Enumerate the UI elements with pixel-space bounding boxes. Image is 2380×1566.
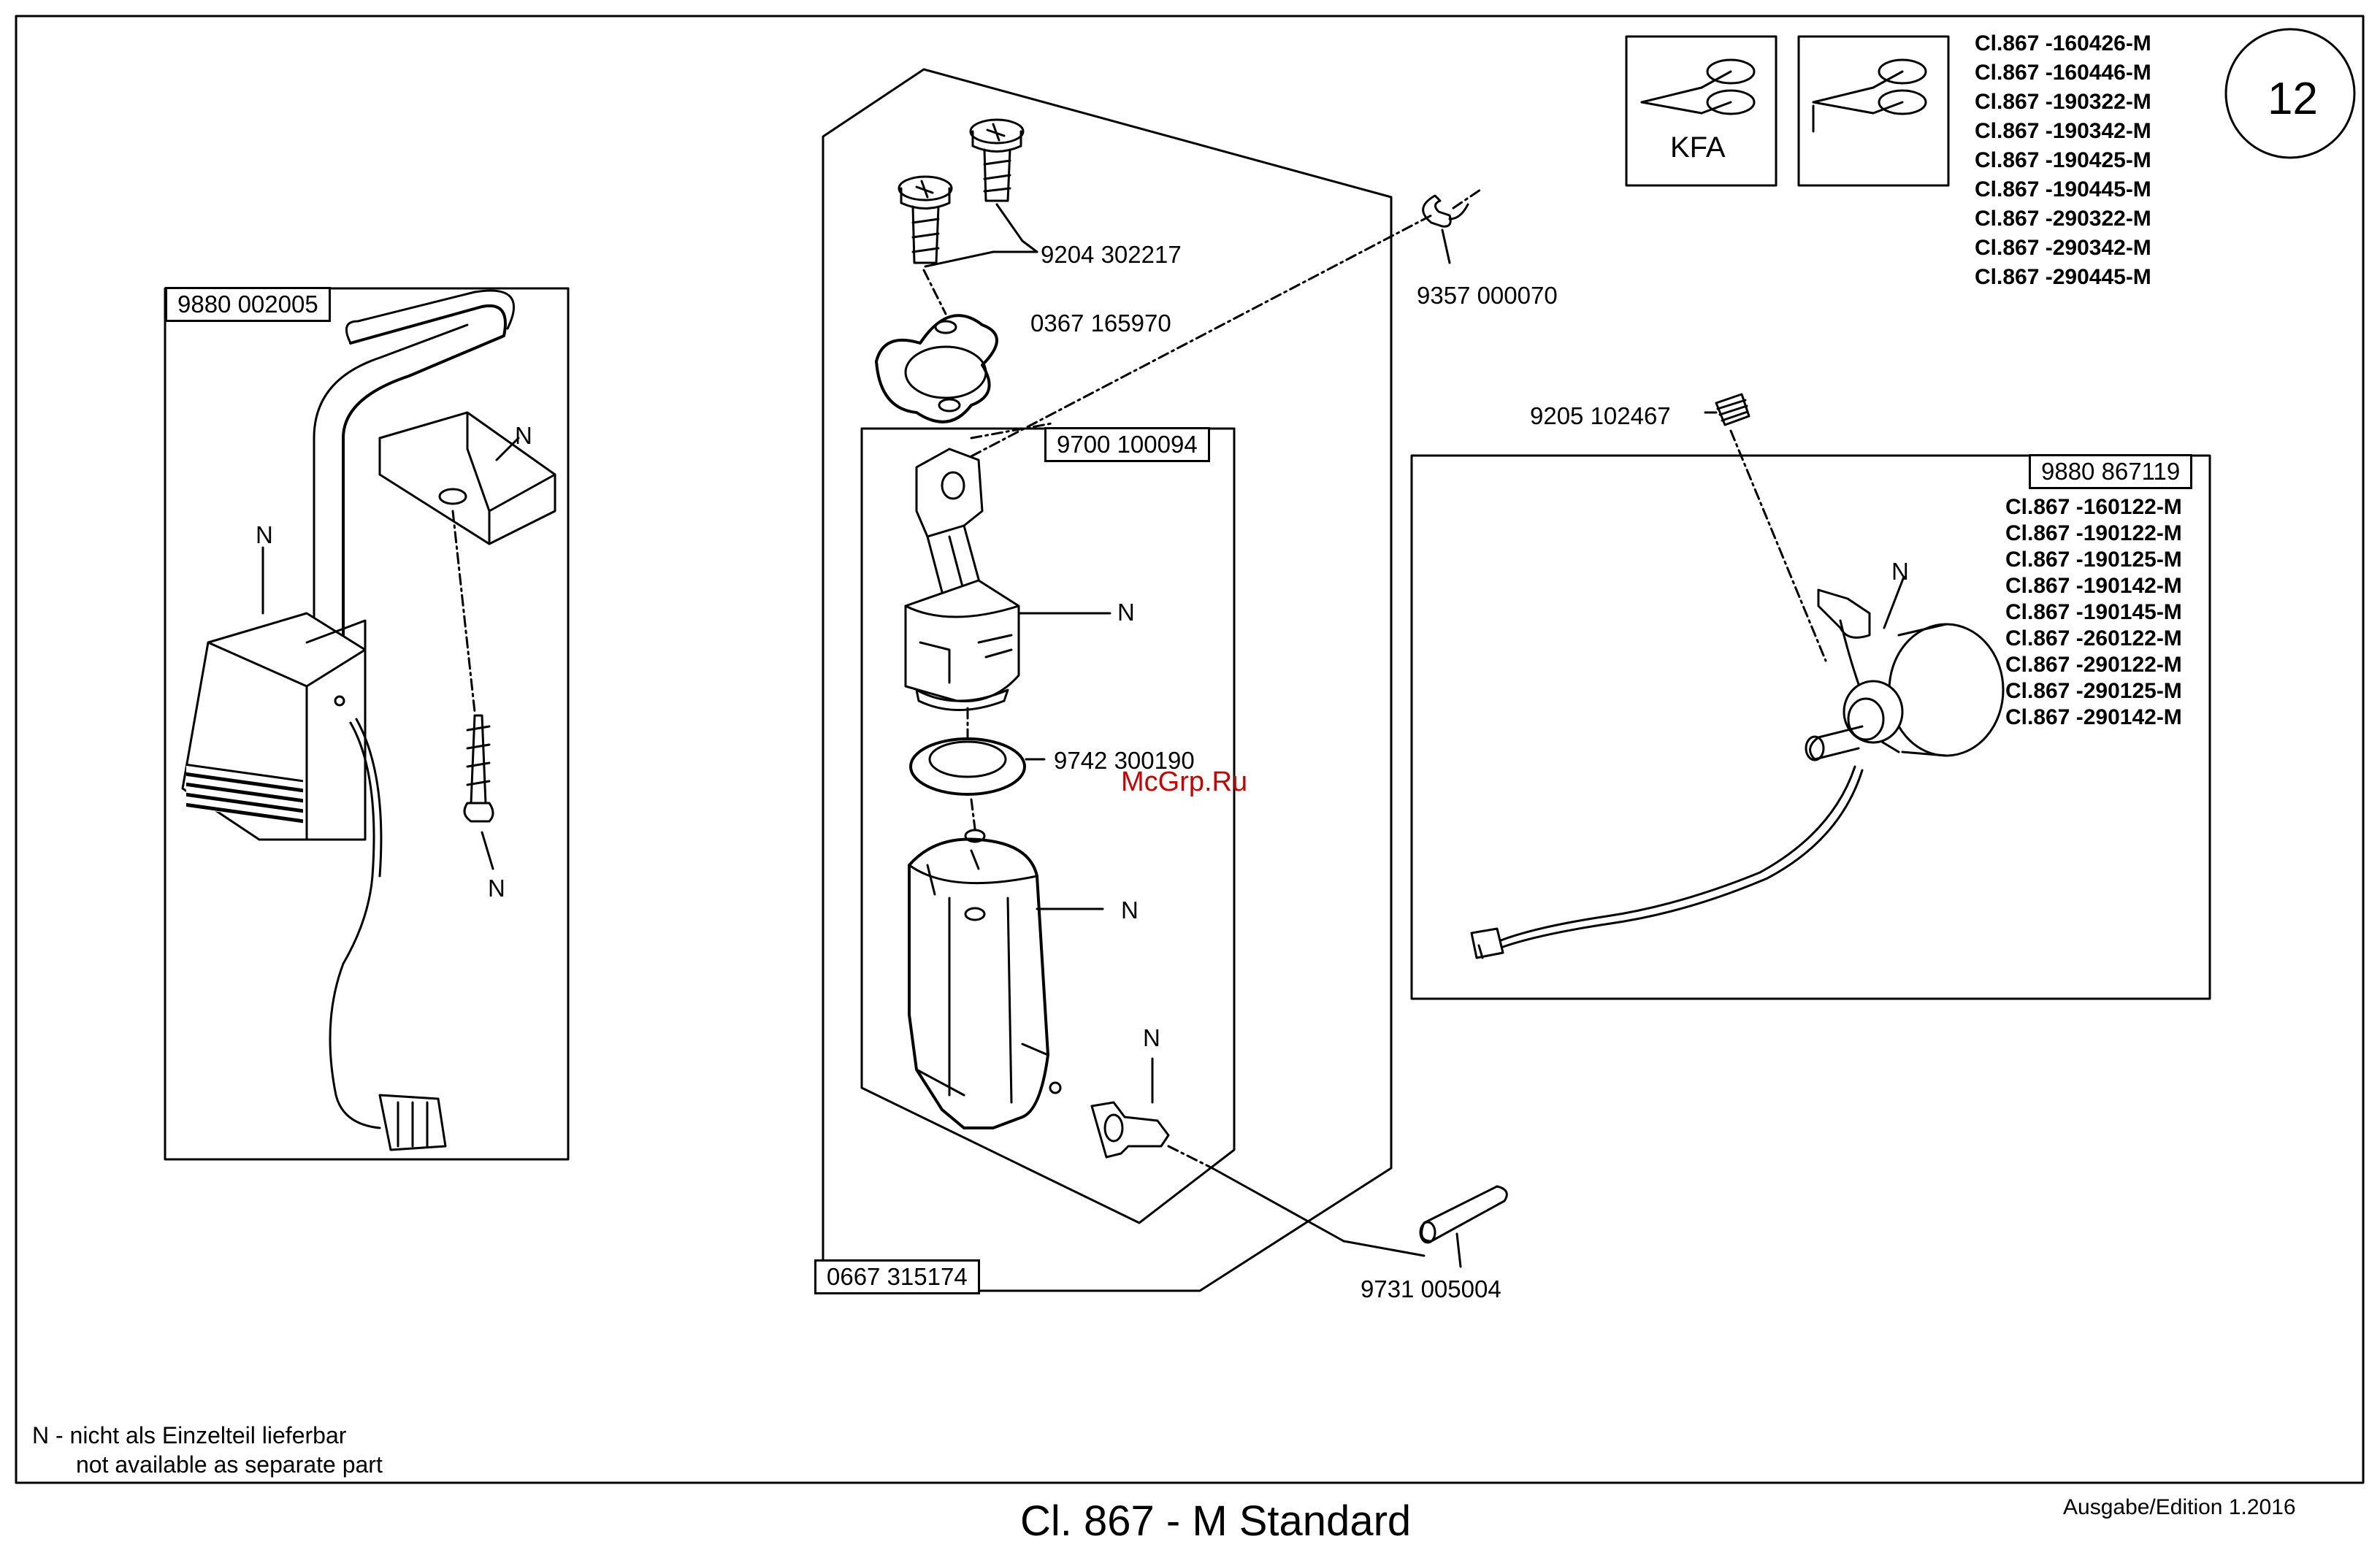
page-title: Cl. 867 - M Standard (1020, 1497, 1412, 1545)
part-number-clip: 9357 000070 (1417, 282, 1558, 309)
screw-1 (969, 118, 1025, 202)
scissors-icon-2 (1812, 58, 1927, 133)
part-number-piston-assembly: 9700 100094 (1044, 427, 1210, 462)
screw-2 (898, 175, 953, 264)
sub-model: Cl.867 -190145-M (2005, 600, 2182, 624)
n-marker: N (1143, 1024, 1160, 1051)
part-number-cylinder-assembly: 0667 315174 (814, 1259, 980, 1294)
page-number: 12 (2268, 74, 2318, 124)
header-model: Cl.867 -290342-M (1975, 236, 2151, 260)
sub-model: Cl.867 -190122-M (2005, 521, 2182, 545)
header-model: Cl.867 -290445-M (1975, 265, 2151, 289)
header-model: Cl.867 -190342-M (1975, 119, 2151, 143)
n-marker: N (256, 521, 273, 548)
page-frame (15, 15, 2365, 1484)
edition-label: Ausgabe/Edition 1.2016 (2063, 1495, 2296, 1519)
sub-model: Cl.867 -290125-M (2005, 679, 2182, 703)
scissors-icon-1 (1640, 58, 1756, 115)
header-model: Cl.867 -160446-M (1975, 61, 2151, 85)
part-number-sensor-assembly: 9880 002005 (165, 287, 331, 322)
n-marker: N (1117, 599, 1135, 626)
header-model: Cl.867 -160426-M (1975, 31, 2151, 55)
n-marker: N (488, 875, 505, 902)
part-number-pin: 9731 005004 (1361, 1275, 1501, 1302)
header-model: Cl.867 -190425-M (1975, 148, 2151, 172)
part-number-grub-screw: 9205 102467 (1530, 402, 1671, 429)
potentiometer-panel (1410, 454, 2211, 1000)
sub-model: Cl.867 -190142-M (2005, 574, 2182, 598)
sub-model: Cl.867 -290122-M (2005, 653, 2182, 677)
legend-line-2: not available as separate part (76, 1451, 383, 1478)
kfa-box (1625, 35, 1778, 187)
header-model: Cl.867 -190445-M (1975, 177, 2151, 201)
legend-line-1: N - nicht als Einzelteil lieferbar (32, 1422, 347, 1448)
header-model: Cl.867 -290322-M (1975, 207, 2151, 231)
n-marker: N (1891, 558, 1909, 585)
part-number-potentiometer-assembly: 9880 867119 (2029, 454, 2193, 489)
part-number-screw: 9204 302217 (1041, 241, 1182, 268)
page-number-circle (2224, 28, 2356, 159)
scissors-box (1797, 35, 1950, 187)
kfa-label: KFA (1670, 131, 1726, 164)
part-number-seal-ring: 9742 300190 (1054, 747, 1195, 774)
sub-model: Cl.867 -260122-M (2005, 626, 2182, 650)
sub-model: Cl.867 -290142-M (2005, 705, 2182, 729)
sub-model: Cl.867 -190125-M (2005, 548, 2182, 572)
header-model: Cl.867 -190322-M (1975, 90, 2151, 114)
n-marker: N (1121, 897, 1139, 924)
watermark: McGrp.Ru (1121, 767, 1248, 797)
sub-model: Cl.867 -160122-M (2005, 495, 2182, 519)
part-number-flange: 0367 165970 (1030, 310, 1171, 337)
piston-assembly-outline (860, 427, 1236, 1224)
sensor-panel (164, 287, 570, 1161)
n-marker: N (515, 422, 532, 449)
